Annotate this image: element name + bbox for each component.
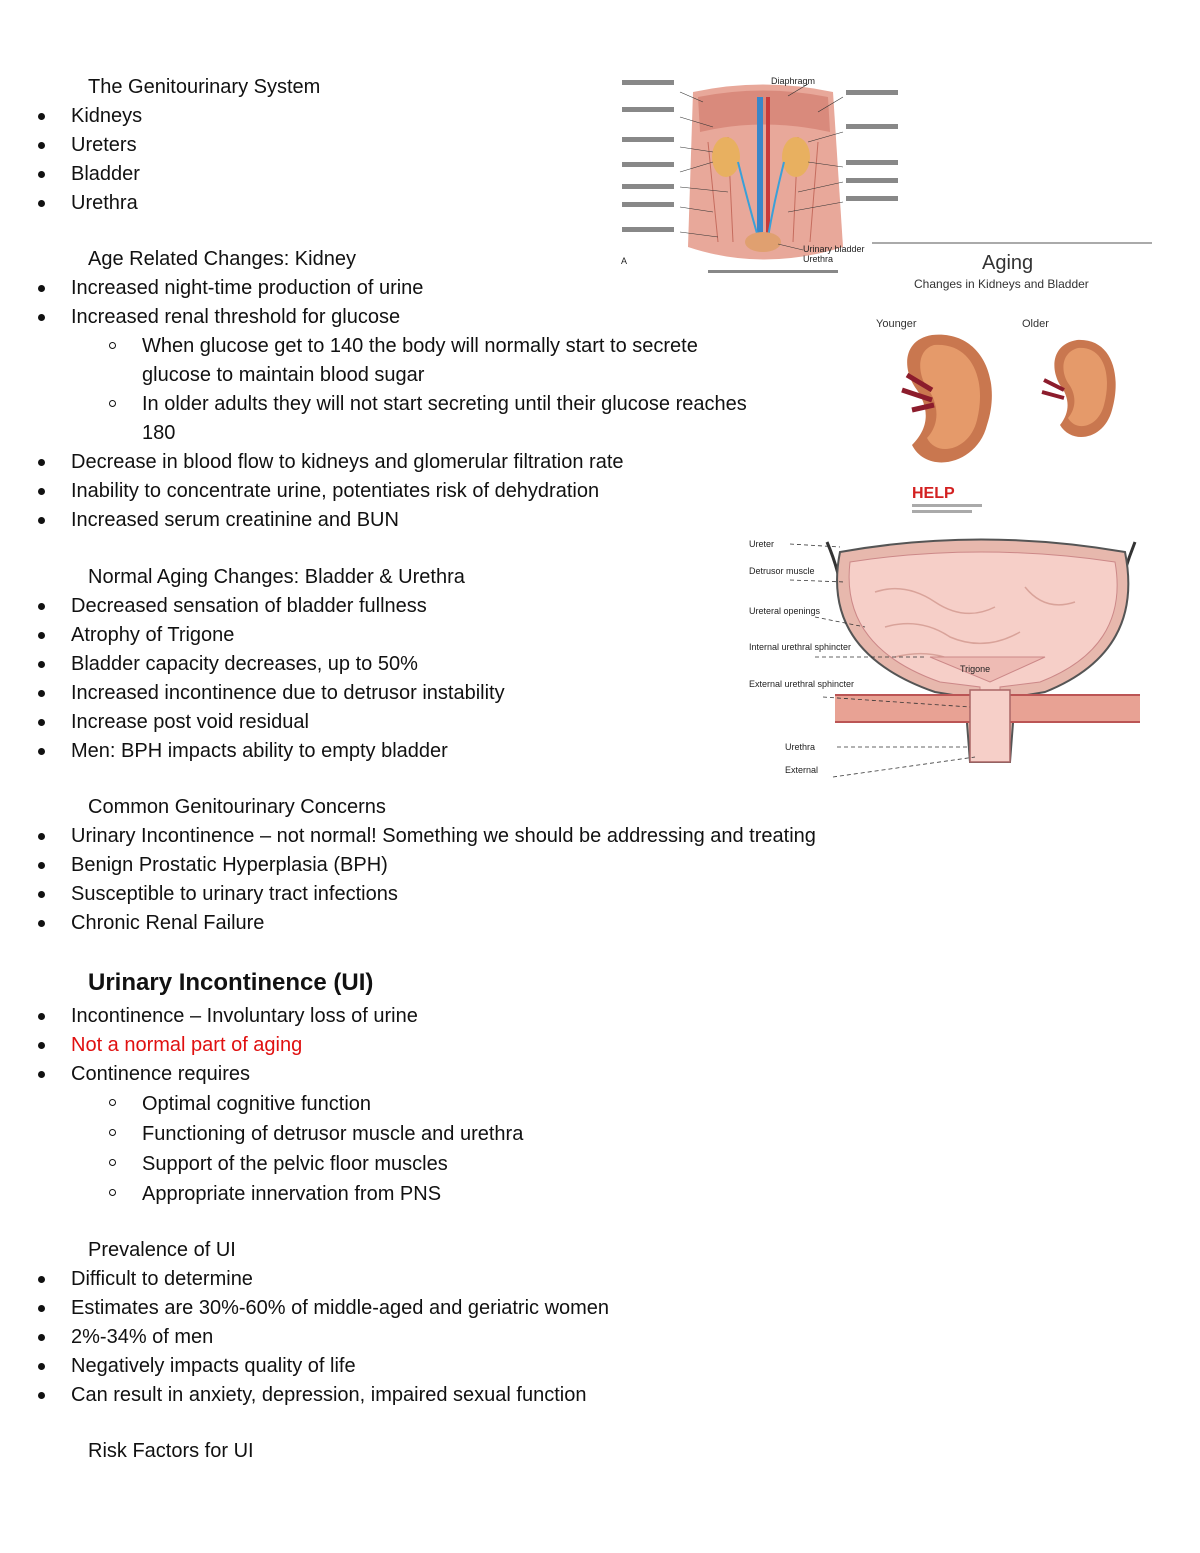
list-item: Increased serum creatinine and BUN [0,506,762,535]
sub-list-item: When glucose get to 140 the body will no… [0,332,762,390]
list-item: Atrophy of Trigone [0,621,505,650]
list-item: Incontinence – Involuntary loss of urine [0,1002,523,1031]
label-ureter: Ureter [749,539,774,549]
bullet-list: Decreased sensation of bladder fullness … [0,592,505,766]
list-item: Increase post void residual [0,708,505,737]
bladder-anatomy-figure: Trigone Ureter Detrusor muscle Ureteral … [745,532,1145,784]
list-item: Increased night-time production of urine [0,274,762,303]
section-heading: Normal Aging Changes: Bladder & Urethra [88,566,465,588]
list-item: Increased renal threshold for glucose [0,303,762,332]
label-diaphragm: Diaphragm [771,76,815,86]
bullet-list: Urinary Incontinence – not normal! Somet… [0,822,816,938]
list-item: Difficult to determine [0,1265,609,1294]
list-item: Increased incontinence due to detrusor i… [0,679,505,708]
list-item: Decreased sensation of bladder fullness [0,592,505,621]
label-external-sphincter: External urethral sphincter [749,679,854,689]
label-trigone: Trigone [960,664,990,674]
label-external: External [785,765,818,775]
list-item: Susceptible to urinary tract infections [0,880,816,909]
label-older: Older [1022,318,1049,330]
list-item: Inability to concentrate urine, potentia… [0,477,762,506]
section-heading: Common Genitourinary Concerns [88,796,386,818]
sub-list-item: Support of the pelvic floor muscles [0,1149,523,1179]
list-item: Can result in anxiety, depression, impai… [0,1381,609,1410]
list-item: Urethra [0,189,320,218]
section-bladder-changes: Normal Aging Changes: Bladder & Urethra … [37,563,505,766]
bullet-list: Incontinence – Involuntary loss of urine… [0,1002,523,1209]
list-item: Continence requires [0,1060,523,1089]
list-item: Estimates are 30%-60% of middle-aged and… [0,1294,609,1323]
sub-list-item: Functioning of detrusor muscle and ureth… [0,1119,523,1149]
help-logo: HELP [912,485,955,502]
list-item: Negatively impacts quality of life [0,1352,609,1381]
list-item: Kidneys [0,102,320,131]
list-item: Benign Prostatic Hyperplasia (BPH) [0,851,816,880]
label-internal-sphincter: Internal urethral sphincter [749,642,851,652]
label-ureteral-openings: Ureteral openings [749,606,821,616]
figure-subtitle: Changes in Kidneys and Bladder [914,277,1089,291]
section-risk-factors: Risk Factors for UI [88,1437,254,1466]
section-urinary-incontinence: Urinary Incontinence (UI) Incontinence –… [38,966,523,1209]
sub-list-item: Optimal cognitive function [0,1089,523,1119]
older-kidney [1041,339,1116,437]
figure-title: Aging [982,252,1033,274]
urinary-anatomy-figure: Diaphragm Urinary bladder Urethra A [618,72,908,282]
section-title: Urinary Incontinence (UI) [88,969,374,996]
list-item: 2%-34% of men [0,1323,609,1352]
label-urinary-bladder: Urinary bladder [803,244,865,254]
section-heading: Prevalence of UI [88,1239,236,1261]
list-item: Bladder [0,160,320,189]
section-common-concerns: Common Genitourinary Concerns Urinary In… [37,793,816,938]
list-item: Urinary Incontinence – not normal! Somet… [0,822,816,851]
section-genitourinary-system: The Genitourinary System Kidneys Ureters… [38,73,321,218]
list-item: Chronic Renal Failure [0,909,816,938]
bullet-list: Kidneys Ureters Bladder Urethra [0,102,320,218]
sub-list-item: Appropriate innervation from PNS [0,1179,523,1209]
section-prevalence: Prevalence of UI Difficult to determine … [38,1236,609,1410]
sub-list-item: In older adults they will not start secr… [0,390,762,448]
list-item: Decrease in blood flow to kidneys and gl… [0,448,762,477]
section-kidney-changes: Age Related Changes: Kidney Increased ni… [38,245,762,535]
label-younger: Younger [876,318,917,330]
label-urethra: Urethra [785,742,815,752]
label-urethra: Urethra [803,254,833,264]
younger-kidney [901,334,992,463]
aging-kidney-figure: Aging Changes in Kidneys and Bladder You… [872,240,1152,520]
figure-letter: A [621,256,627,266]
list-item-emphasis: Not a normal part of aging [0,1031,523,1060]
list-item: Bladder capacity decreases, up to 50% [0,650,505,679]
bullet-list: Difficult to determine Estimates are 30%… [0,1265,609,1410]
list-item: Men: BPH impacts ability to empty bladde… [0,737,505,766]
label-detrusor-muscle: Detrusor muscle [749,566,815,576]
section-heading: Risk Factors for UI [88,1440,254,1462]
section-heading: Age Related Changes: Kidney [88,248,356,270]
bullet-list: Increased night-time production of urine… [0,274,762,535]
section-heading: The Genitourinary System [88,76,321,98]
list-item: Ureters [0,131,320,160]
